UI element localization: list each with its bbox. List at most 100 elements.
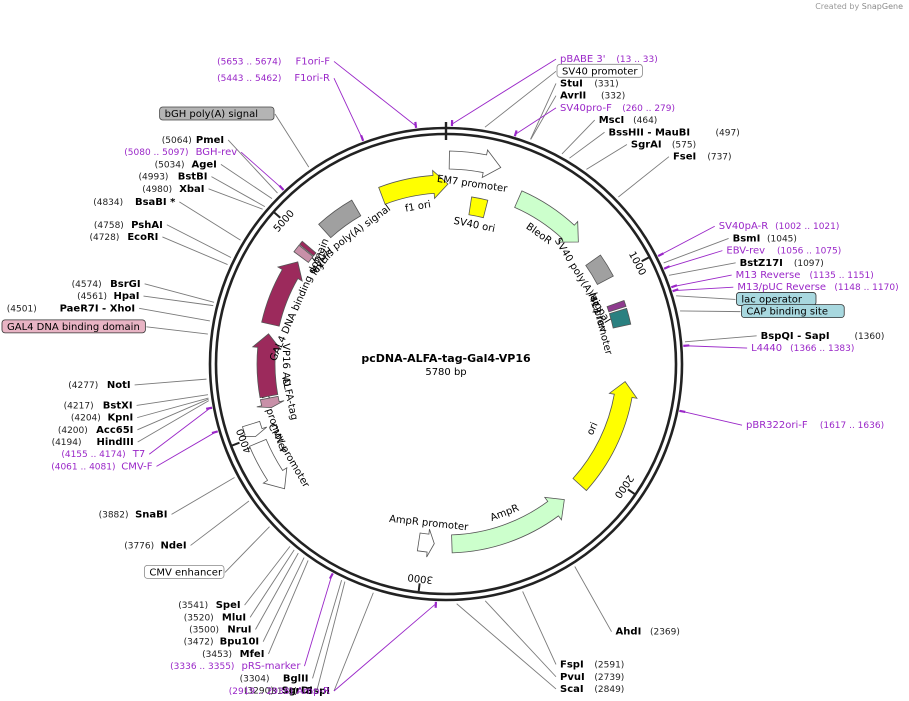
leader-line	[530, 83, 557, 140]
enzyme-site-bpu10i[interactable]: Bpu10I(3472)	[184, 637, 260, 648]
primer-site-marker	[328, 572, 334, 580]
enzyme-site-scai[interactable]: ScaI(2849)	[560, 684, 624, 695]
feature-lac-promoter[interactable]	[608, 307, 632, 329]
primer-prs-marker[interactable]: pRS-marker(3336 .. 3355)	[170, 661, 301, 672]
primer-pbr322ori-f[interactable]: pBR322ori-F(1617 .. 1636)	[746, 420, 884, 431]
enzyme-site-ahdi[interactable]: AhdI(2369)	[616, 627, 680, 638]
primer-pbabe-3-[interactable]: pBABE 3'(13 .. 33)	[560, 54, 658, 65]
boxed-feature-cmv-enhancer[interactable]: CMV enhancer	[143, 564, 225, 579]
feature-t7-promoter[interactable]	[240, 420, 268, 438]
enzyme-site-pvui[interactable]: PvuI(2739)	[560, 672, 624, 683]
primer-t7[interactable]: T7(4155 .. 4174)	[61, 449, 145, 460]
boxed-feature-gal4-dna-binding-domain[interactable]: GAL4 DNA binding domain	[1, 319, 146, 334]
leader-line	[665, 250, 723, 269]
enzyme-site-paer7i[interactable]: PaeR7I - XhoI(4501)	[7, 303, 135, 314]
feature-bleor[interactable]	[514, 190, 579, 243]
enzyme-site-hpai[interactable]: HpaI(4561)	[77, 291, 139, 302]
feature-sv40-poly-a-signal[interactable]	[585, 254, 614, 286]
enzyme-site-hindiii[interactable]: HindIII(4194)	[52, 437, 134, 448]
feature-alfa-tag[interactable]	[256, 395, 285, 408]
plasmid-title: pcDNA-ALFA-tag-Gal4-VP16	[361, 352, 531, 365]
leader-line	[681, 410, 743, 426]
enzyme-site-acc65i[interactable]: Acc65I(4200)	[58, 425, 134, 436]
feature-sv40-ori[interactable]	[468, 196, 489, 219]
primer-range: (4155 .. 4174)	[61, 450, 125, 460]
enzyme-site-bstxi[interactable]: BstXI(4217)	[64, 400, 133, 411]
feature-em7-promoter[interactable]	[448, 149, 502, 179]
enzyme-site-sspi[interactable]: SspI(3173)	[268, 686, 330, 697]
enzyme-name: NdeI	[161, 540, 187, 551]
bp-tick	[273, 211, 281, 219]
enzyme-site-bstbi[interactable]: BstBI(4993)	[139, 172, 208, 183]
boxed-feature-lac-operator[interactable]: lac operator	[735, 292, 817, 306]
primer-bgh-rev[interactable]: BGH-rev(5080 .. 5097)	[124, 147, 237, 158]
enzyme-site-sgrdi[interactable]: SgrDI(3290)	[244, 686, 313, 697]
feature-ampr[interactable]	[451, 496, 565, 554]
enzyme-site-agei[interactable]: AgeI(5034)	[155, 159, 217, 170]
feature-ori[interactable]	[572, 381, 638, 492]
enzyme-position: (4277)	[68, 381, 98, 391]
enzyme-site-bspqi[interactable]: BspQI - SapI(1360)	[761, 331, 885, 342]
feature-f1-ori[interactable]	[378, 169, 449, 205]
primer-amp-r[interactable]: Amp-R(2919 .. 2938)	[229, 686, 330, 697]
enzyme-site-xbai[interactable]: XbaI(4980)	[142, 184, 204, 195]
enzyme-position: (4217)	[64, 401, 94, 411]
enzyme-site-bsabi[interactable]: BsaBI *(4834)	[93, 197, 176, 208]
leader-line	[136, 394, 209, 406]
enzyme-site-noti[interactable]: NotI(4277)	[68, 380, 130, 391]
enzyme-site-pmei[interactable]: PmeI(5064)	[162, 135, 224, 146]
enzyme-site-fspi[interactable]: FspI(2591)	[560, 659, 624, 670]
enzyme-site-pshai[interactable]: PshAI(4758)	[94, 220, 163, 231]
enzyme-position: (332)	[601, 92, 625, 102]
primer-f1ori-r[interactable]: F1ori-R(5443 .. 5462)	[217, 73, 330, 84]
enzyme-site-bglii[interactable]: BglII(3304)	[240, 673, 309, 684]
feature-gal4-dna-binding-domain[interactable]	[261, 261, 303, 327]
primer-sv40pro-f[interactable]: SV40pro-F(260 .. 279)	[560, 103, 675, 114]
primer-name: pBR322ori-F	[746, 420, 808, 431]
feature-m13-rev[interactable]	[606, 300, 627, 313]
enzyme-site-spei[interactable]: SpeI(3541)	[178, 600, 240, 611]
enzyme-site-bstz17i[interactable]: BstZ17I(1097)	[740, 258, 824, 269]
boxed-feature-bgh-poly-a-signal[interactable]: bGH poly(A) signal	[159, 106, 275, 121]
primer-sv40pa-r[interactable]: SV40pA-R(1002 .. 1021)	[719, 221, 840, 232]
enzyme-position: (4194)	[52, 438, 82, 448]
leader-line	[333, 603, 437, 692]
feature-cmv-promoter[interactable]	[249, 438, 288, 490]
enzyme-site-msci[interactable]: MscI(464)	[599, 115, 658, 126]
leader-line	[227, 139, 278, 194]
enzyme-site-snabi[interactable]: SnaBI(3882)	[99, 509, 168, 520]
primer-ebv-rev[interactable]: EBV-rev(1056 .. 1075)	[726, 246, 841, 257]
primer-f1ori-f[interactable]: F1ori-F(5653 .. 5674)	[217, 56, 330, 67]
enzyme-site-nrui[interactable]: NruI(3500)	[189, 625, 251, 636]
boxed-feature-sv40-promoter[interactable]: SV40 promoter	[556, 63, 643, 78]
enzyme-site-bsmi[interactable]: BsmI(1045)	[733, 233, 797, 244]
primer-cmv-f[interactable]: CMV-F(4061 .. 4081)	[51, 461, 153, 472]
enzyme-site-sgrai[interactable]: SgrAI(575)	[631, 139, 696, 150]
primer-m13-reverse[interactable]: M13 Reverse(1135 .. 1151)	[736, 270, 874, 281]
enzyme-site-mfei[interactable]: MfeI(3453)	[202, 649, 264, 660]
enzyme-site-fsei[interactable]: FseI(737)	[673, 152, 732, 163]
enzyme-position: (575)	[672, 140, 696, 150]
enzyme-site-bsrgi[interactable]: BsrGI(4574)	[72, 279, 141, 290]
enzyme-site-bsshii[interactable]: BssHII - MauBI(497)	[609, 127, 740, 138]
feature-6xhis[interactable]	[299, 240, 317, 257]
feature-bgh-poly-a-signal[interactable]	[318, 199, 362, 239]
feature-myc[interactable]	[293, 244, 314, 263]
enzyme-site-mlui[interactable]: MluI(3520)	[184, 612, 246, 623]
enzyme-site-ndei[interactable]: NdeI(3776)	[124, 540, 186, 551]
feature-ampr-promoter[interactable]	[416, 529, 435, 558]
boxed-feature-cap-binding-site[interactable]: CAP binding site	[741, 304, 845, 319]
leader-line	[137, 397, 209, 419]
enzyme-site-ecori[interactable]: EcoRI(4728)	[89, 232, 158, 243]
enzyme-site-kpni[interactable]: KpnI(4204)	[71, 413, 133, 424]
feature-vp16-ad[interactable]	[251, 333, 282, 399]
primer-l4440[interactable]: L4440(1366 .. 1383)	[751, 343, 854, 354]
leader-line	[211, 176, 266, 207]
plasmid-length: 5780 bp	[425, 367, 466, 378]
primer-name: EBV-rev	[726, 246, 765, 257]
enzyme-site-stui[interactable]: StuI(331)	[560, 78, 619, 89]
leader-line	[240, 151, 283, 189]
primer-m13-puc-reverse[interactable]: M13/pUC Reverse(1148 .. 1170)	[737, 282, 898, 293]
enzyme-site-avrii[interactable]: AvrII(332)	[560, 91, 625, 102]
leader-line	[674, 286, 734, 292]
